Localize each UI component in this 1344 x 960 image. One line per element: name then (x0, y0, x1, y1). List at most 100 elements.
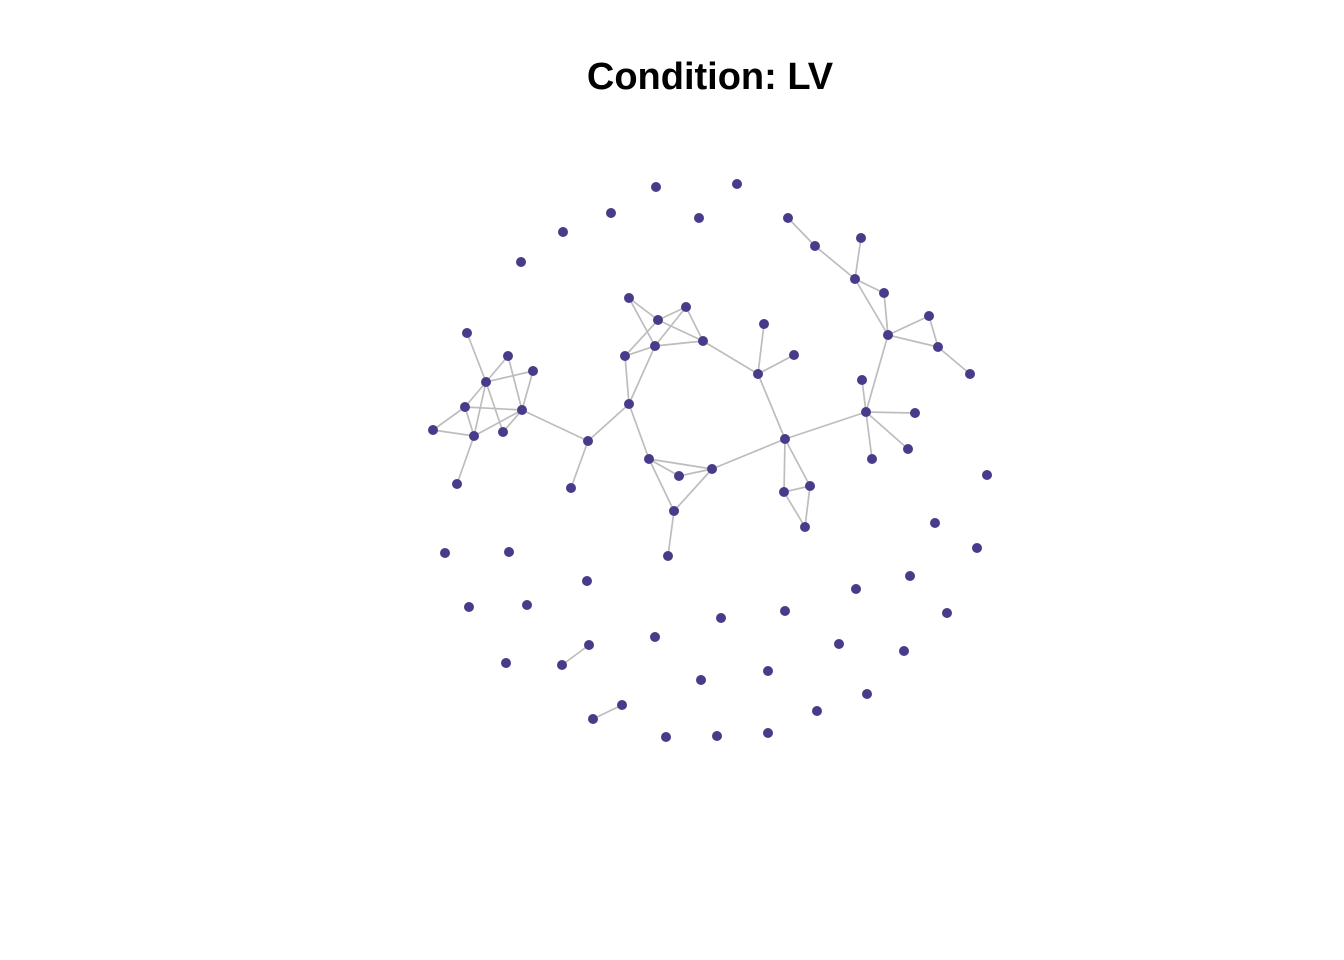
graph-node (504, 547, 514, 557)
graph-node (620, 351, 630, 361)
graph-edge (667, 510, 675, 557)
graph-edge (648, 458, 675, 512)
graph-node (857, 375, 867, 385)
graph-edge (570, 440, 589, 489)
graph-node (851, 584, 861, 594)
graph-edge (887, 334, 939, 348)
graph-edge (624, 319, 659, 357)
graph-node (759, 319, 769, 329)
graph-edge (865, 411, 916, 414)
graph-node (862, 689, 872, 699)
graph-edge (783, 491, 806, 528)
graph-edge (678, 468, 713, 477)
graph-node (910, 408, 920, 418)
graph-node (663, 551, 673, 561)
graph-node (440, 548, 450, 558)
graph-node (452, 479, 462, 489)
graph-node (924, 311, 934, 321)
graph-edge (485, 370, 534, 383)
graph-node (624, 293, 634, 303)
graph-node (805, 481, 815, 491)
graph-node (899, 646, 909, 656)
graph-edge (937, 346, 971, 375)
graph-node (883, 330, 893, 340)
graph-node (780, 606, 790, 616)
graph-edge (628, 297, 659, 321)
graph-node (763, 666, 773, 676)
graph-node (498, 427, 508, 437)
graph-node (800, 522, 810, 532)
graph-node (707, 464, 717, 474)
graph-node (780, 434, 790, 444)
graph-edge (485, 355, 509, 383)
graph-edge (804, 485, 811, 528)
graph-node (582, 576, 592, 586)
graph-edge (854, 278, 885, 294)
graph-node (558, 227, 568, 237)
graph-node (469, 431, 479, 441)
node-layer (428, 179, 992, 742)
graph-edge (861, 379, 867, 413)
graph-edge (587, 403, 630, 442)
graph-node (903, 444, 913, 454)
graph-edge (757, 354, 795, 375)
graph-edge (854, 278, 889, 336)
graph-node (779, 487, 789, 497)
graph-edge (814, 245, 856, 280)
graph-edge (473, 409, 523, 437)
graph-node (834, 639, 844, 649)
graph-edge (464, 381, 487, 408)
graph-node (644, 454, 654, 464)
graph-node (982, 470, 992, 480)
graph-node (716, 613, 726, 623)
graph-node (783, 213, 793, 223)
graph-edge (521, 409, 589, 442)
graph-title: Condition: LV (586, 56, 834, 98)
graph-node (522, 600, 532, 610)
graph-edge (757, 373, 786, 440)
graph-node (462, 328, 472, 338)
graph-node (557, 660, 567, 670)
graph-node (617, 700, 627, 710)
graph-node (653, 315, 663, 325)
graph-edge (464, 406, 475, 437)
graph-node (972, 543, 982, 553)
graph-edge (673, 468, 713, 512)
graph-node (517, 405, 527, 415)
graph-edge (654, 340, 704, 347)
graph-edge (432, 429, 475, 437)
graph-edge (854, 237, 862, 280)
graph-edge (473, 381, 487, 437)
graph-node (528, 366, 538, 376)
graph-node (503, 351, 513, 361)
graph-edge (628, 345, 656, 405)
graph-edge (561, 644, 590, 666)
graph-edge (464, 406, 523, 411)
edge-layer (432, 217, 971, 720)
graph-edge (521, 370, 534, 411)
graph-node (650, 632, 660, 642)
graph-node (566, 483, 576, 493)
graph-node (583, 436, 593, 446)
graph-node (789, 350, 799, 360)
graph-edge (711, 438, 786, 470)
graph-edge (787, 217, 816, 247)
graph-edge (592, 704, 623, 720)
graph-edge (757, 323, 765, 375)
graph-edge (657, 319, 704, 342)
graph-edge (628, 403, 650, 460)
graph-node (732, 179, 742, 189)
graph-node (753, 369, 763, 379)
graph-edge (466, 332, 487, 383)
graph-edge (657, 306, 687, 321)
graph-node (681, 302, 691, 312)
graph-edge (432, 406, 466, 431)
graph-node (933, 342, 943, 352)
graph-node (856, 233, 866, 243)
graph-node (942, 608, 952, 618)
graph-node (965, 369, 975, 379)
graph-edge (784, 411, 867, 440)
graph-node (624, 399, 634, 409)
graph-edge (865, 411, 909, 450)
